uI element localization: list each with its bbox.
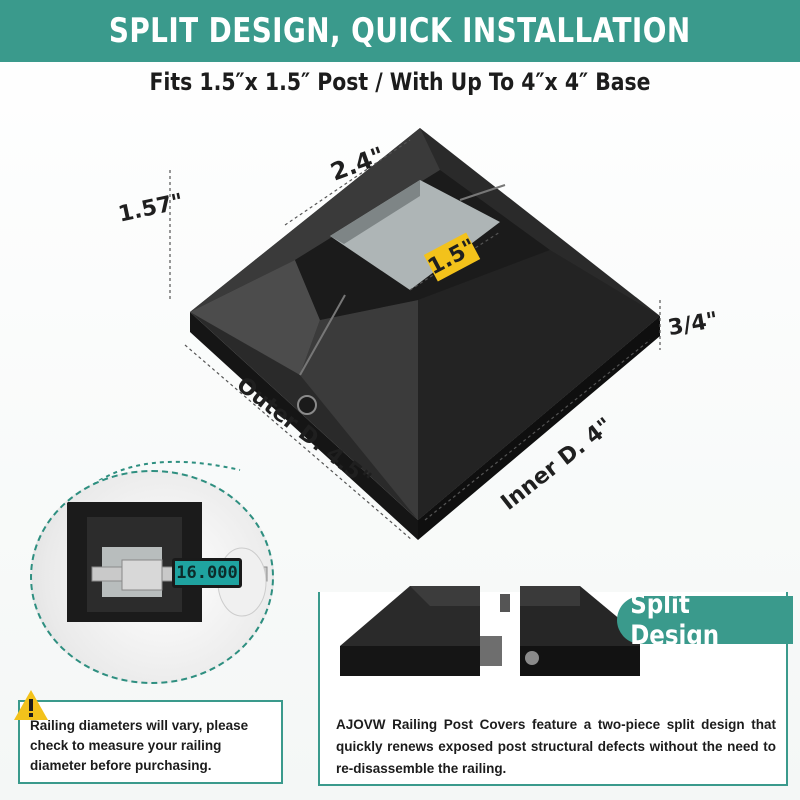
subtitle: Fits 1.5″x 1.5″ Post / With Up To 4″x 4″…	[149, 68, 651, 96]
split-design-description: AJOVW Railing Post Covers feature a two-…	[336, 717, 776, 776]
warning-icon	[14, 690, 48, 720]
header-banner: SPLIT DESIGN, QUICK INSTALLATION	[0, 0, 800, 62]
warning-note: Railing diameters will vary, please chec…	[14, 690, 283, 784]
dimension-lines	[169, 139, 661, 541]
post-cover-main	[190, 128, 660, 540]
caliper-readout: 16.000	[172, 558, 242, 588]
split-design-label-text: Split Design	[630, 589, 720, 651]
warning-note-text: Railing diameters will vary, please chec…	[30, 718, 249, 773]
split-cover-image	[340, 586, 640, 676]
banner-title: SPLIT DESIGN, QUICK INSTALLATION	[109, 11, 691, 51]
split-design-label: Split Design	[617, 589, 793, 651]
